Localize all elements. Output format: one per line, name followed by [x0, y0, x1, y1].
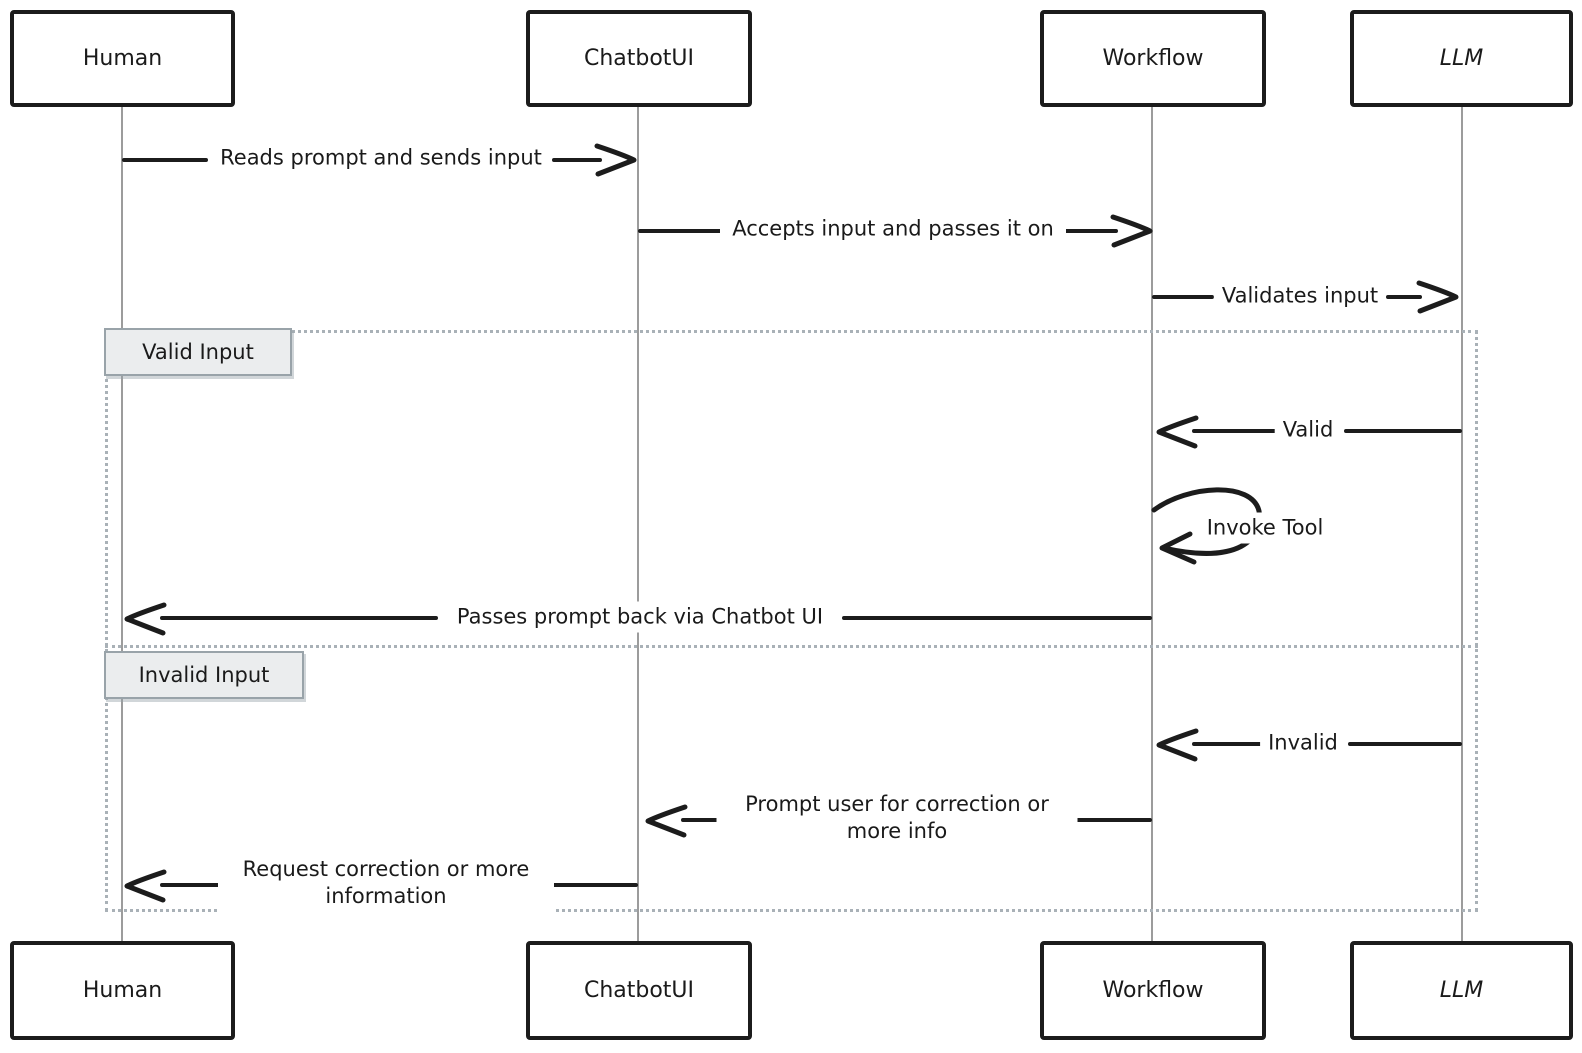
arrowhead-left-icon — [124, 869, 167, 903]
actor-box-workflow-top: Workflow — [1040, 10, 1266, 107]
actor-label: ChatbotUI — [583, 978, 695, 1003]
actor-box-llm-top: LLM — [1350, 10, 1573, 107]
arrowhead-right-icon — [594, 143, 637, 177]
message-line — [122, 158, 208, 162]
message-line — [1348, 742, 1462, 746]
arrowhead-right-icon — [1416, 280, 1459, 314]
actor-box-chatbotui-bottom: ChatbotUI — [526, 941, 752, 1040]
message-label: Prompt user for correction or more info — [716, 789, 1078, 847]
actor-box-llm-bottom: LLM — [1350, 941, 1573, 1040]
alt-section-label-invalid: Invalid Input — [104, 651, 304, 699]
message-line — [1036, 229, 1118, 233]
message-line — [1192, 742, 1264, 746]
lifeline-human — [121, 106, 123, 942]
alt-section-divider — [105, 645, 1478, 648]
message-label: Invoke Tool — [1198, 512, 1332, 544]
alt-section-label-text: Invalid Input — [138, 663, 270, 687]
message-label: Request correction or more information — [218, 854, 554, 912]
message-line — [638, 229, 742, 233]
arrowhead-left-icon — [1156, 728, 1199, 762]
message-line — [1192, 429, 1284, 433]
actor-label: Workflow — [1102, 978, 1204, 1003]
alt-section-label-valid: Valid Input — [104, 328, 292, 376]
actor-box-human-top: Human — [10, 10, 235, 107]
lifeline-workflow — [1151, 106, 1153, 942]
actor-box-workflow-bottom: Workflow — [1040, 941, 1266, 1040]
message-line — [1344, 429, 1462, 433]
message-line — [1152, 295, 1214, 299]
message-line — [552, 883, 638, 887]
actor-label: ChatbotUI — [583, 46, 695, 71]
actor-label: LLM — [1439, 46, 1484, 71]
message-label: Validates input — [1213, 280, 1387, 312]
arrowhead-left-icon — [1156, 415, 1199, 449]
message-label: Valid — [1274, 414, 1342, 446]
arrowhead-right-icon — [1110, 214, 1153, 248]
message-line — [160, 883, 224, 887]
message-line — [1386, 295, 1422, 299]
actor-label: Human — [82, 978, 163, 1003]
lifeline-chatbotui — [637, 106, 639, 942]
message-line — [681, 818, 723, 822]
arrowhead-left-icon — [645, 804, 688, 838]
actor-label: LLM — [1439, 978, 1484, 1003]
message-label: Accepts input and passes it on — [720, 213, 1066, 245]
message-line — [1074, 818, 1152, 822]
message-label: Passes prompt back via Chatbot UI — [448, 601, 832, 633]
message-line — [552, 158, 602, 162]
alt-section-label-text: Valid Input — [142, 340, 254, 364]
self-loop-arrow-icon — [1151, 487, 1263, 565]
message-label: Invalid — [1260, 727, 1346, 759]
lifeline-llm — [1461, 106, 1463, 942]
alt-frame — [105, 330, 1478, 912]
message-line — [842, 616, 1152, 620]
actor-box-chatbotui-top: ChatbotUI — [526, 10, 752, 107]
actor-box-human-bottom: Human — [10, 941, 235, 1040]
arrowhead-left-icon — [124, 602, 167, 636]
message-line — [160, 616, 438, 620]
actor-label: Workflow — [1102, 46, 1204, 71]
message-label: Reads prompt and sends input — [212, 142, 550, 174]
actor-label: Human — [82, 46, 163, 71]
